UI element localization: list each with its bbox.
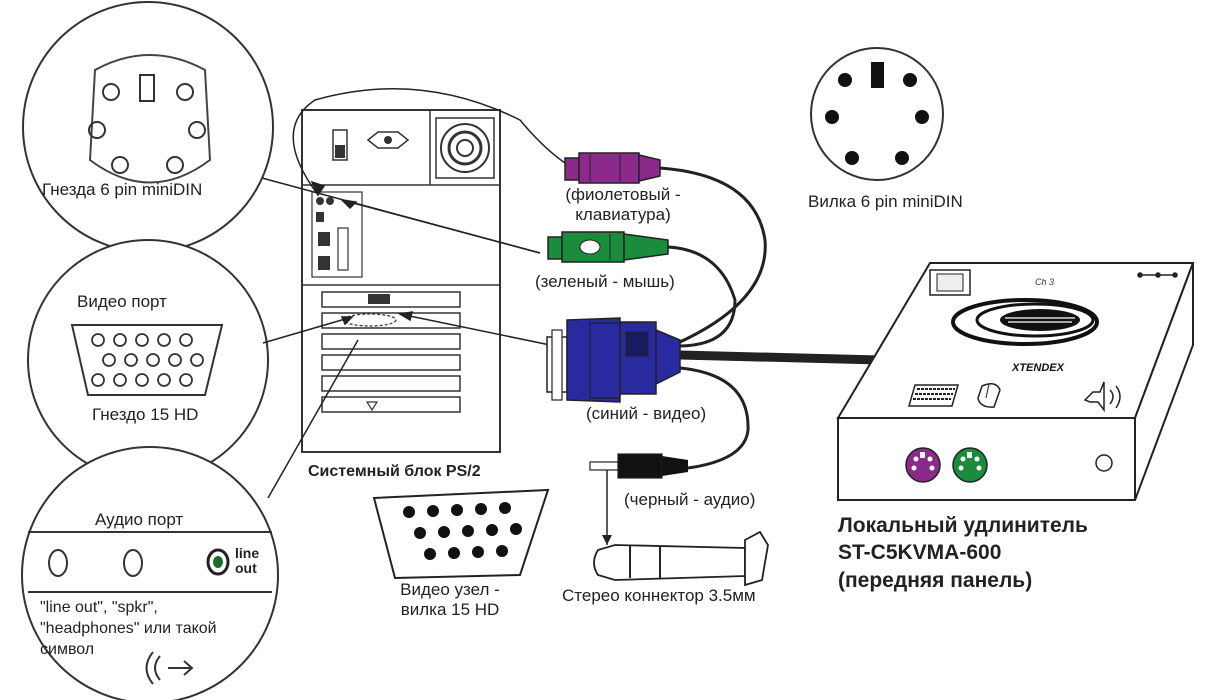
vga-plug-callout (372, 488, 550, 580)
violet-port (905, 447, 941, 483)
blue-cable-label: (синий - видео) (586, 404, 707, 423)
stereo-connector (593, 530, 769, 587)
extender-label: Локальный удлинитель ST-C5KVMA-600 (пере… (838, 512, 1088, 594)
headphone-symbol-icon (145, 651, 194, 685)
blue-video-plug (546, 317, 681, 403)
audio-port-label: Аудио порт (95, 510, 184, 529)
black-cable-label: (черный - аудио) (624, 490, 756, 509)
speaker-icon (1083, 381, 1121, 413)
cables (659, 166, 881, 470)
minidin-socket-label: Гнезда 6 pin miniDIN (42, 180, 203, 199)
video-node-label-line2: вилка 15 HD (400, 600, 500, 620)
violet-cable-label-line1: (фиолетовый - (565, 185, 681, 204)
violet-keyboard-plug (564, 152, 661, 184)
video-node-label-line1: Видео узел - (400, 580, 500, 599)
audio-port-callout (21, 446, 279, 700)
stereo-connector-label: Стерео коннектор 3.5мм (562, 586, 756, 605)
green-mouse-plug (547, 231, 669, 263)
line-out-label-line2: out (235, 560, 257, 577)
local-extender: Ch 3 XTENDEX (836, 262, 1195, 501)
audio-note-line2: "headphones" или такой (40, 619, 217, 637)
audio-port-extender (1095, 454, 1113, 472)
audio-note: "line out", "spkr", "headphones" или так… (40, 598, 217, 660)
extender-label-line2: ST-C5KVMA-600 (838, 541, 1002, 565)
video-port-label: Видео порт (77, 292, 167, 311)
audio-note-line3: символ (40, 640, 95, 658)
svg-text:Ch 3: Ch 3 (1035, 277, 1054, 287)
system-unit-label: Системный блок PS/2 (308, 463, 481, 480)
line-out-label-line1: line (235, 545, 260, 561)
green-cable-label: (зеленый - мышь) (535, 272, 675, 291)
audio-note-line1: "line out", "spkr", (40, 599, 158, 616)
socket-15hd-label: Гнездо 15 HD (92, 405, 199, 424)
brand-text: XTENDEX (1011, 362, 1065, 374)
violet-cable-label-line2: клавиатура) (575, 205, 671, 225)
line-out-label: line out (235, 545, 260, 577)
keyboard-icon (908, 384, 959, 407)
system-unit (301, 109, 501, 453)
violet-cable-label: (фиолетовый - клавиатура) (548, 185, 698, 226)
green-port (952, 447, 988, 483)
extender-label-line3: (передняя панель) (838, 568, 1033, 592)
xtendex-logo: XTENDEX (951, 298, 1099, 374)
minidin-plug-callout (810, 47, 944, 181)
minidin-plug-label: Вилка 6 pin miniDIN (808, 192, 963, 211)
callout-arrows (261, 88, 569, 499)
video-port-callout (27, 239, 269, 481)
mouse-icon (977, 383, 1001, 408)
black-audio-plug (589, 453, 688, 545)
video-node-label: Видео узел - вилка 15 HD (380, 580, 520, 621)
minidin-socket-callout (22, 1, 274, 253)
extender-label-line1: Локальный удлинитель (838, 514, 1088, 537)
